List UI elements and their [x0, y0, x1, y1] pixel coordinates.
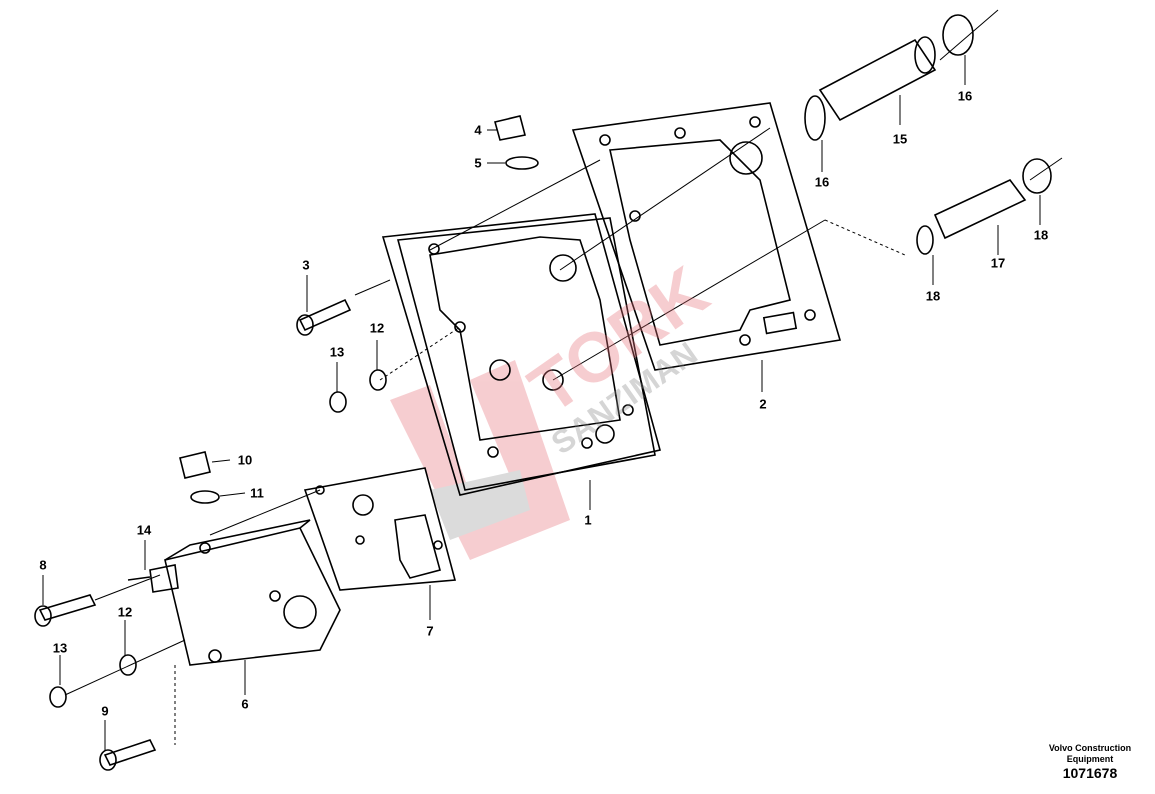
part-7-gasket [303, 467, 457, 591]
callout-5: 5 [474, 155, 482, 171]
part-17-tube [916, 158, 1052, 255]
fasteners [34, 115, 539, 771]
callout-13-lower: 13 [52, 640, 68, 656]
callout-3: 3 [302, 257, 310, 273]
part-1-plate [381, 213, 661, 496]
callout-17: 17 [990, 255, 1006, 271]
callout-16-right: 16 [957, 88, 973, 104]
part-15-tube [818, 14, 974, 122]
callout-9: 9 [101, 703, 109, 719]
publisher-credit: Volvo Construction Equipment [1048, 743, 1132, 764]
callout-10: 10 [237, 452, 253, 468]
callout-18-right: 18 [1033, 227, 1049, 243]
callout-6: 6 [241, 696, 249, 712]
callout-13-upper: 13 [329, 344, 345, 360]
callout-12-lower: 12 [117, 604, 133, 620]
callout-8: 8 [39, 557, 47, 573]
callout-4: 4 [474, 122, 482, 138]
leader-lines [42, 9, 1063, 750]
callout-1: 1 [584, 512, 592, 528]
part-6-valve-body [127, 519, 341, 666]
callout-11: 11 [250, 485, 264, 501]
part-16-ring [804, 95, 826, 141]
callout-2: 2 [759, 396, 767, 412]
callout-12-upper: 12 [369, 320, 385, 336]
callout-16-left: 16 [814, 174, 830, 190]
callout-14: 14 [136, 522, 152, 538]
callout-15: 15 [892, 131, 908, 147]
callout-18-left: 18 [925, 288, 941, 304]
callout-7: 7 [426, 623, 434, 639]
drawing-number: 1071678 [1062, 765, 1118, 781]
watermark-logo [390, 360, 570, 560]
